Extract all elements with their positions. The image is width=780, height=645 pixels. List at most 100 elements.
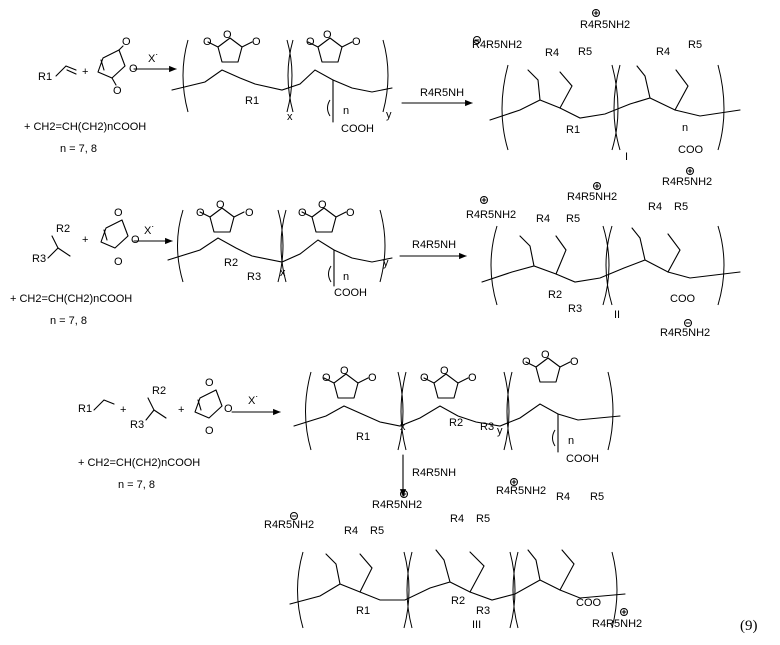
row2-o1: O bbox=[196, 207, 205, 219]
row2-o4: O bbox=[298, 207, 307, 219]
row2-product: R4R5NH2 R4R5NH2 R4 R5 R4 R5 R2 R3 COO R4… bbox=[466, 191, 740, 339]
row1-product-label: I bbox=[625, 151, 628, 163]
row2-poly-r2: R2 bbox=[224, 257, 238, 269]
row3-poly-cooh: COOH bbox=[566, 453, 599, 465]
row3-prod-r1: R1 bbox=[356, 605, 370, 617]
row2-prod-r3: R3 bbox=[568, 303, 582, 315]
row1-o4: O bbox=[306, 36, 315, 48]
row1-o6: O bbox=[352, 36, 361, 48]
anh3-o-top: O bbox=[205, 377, 214, 389]
row3-prod-coo: COO bbox=[576, 597, 602, 609]
anh3-o-ring: O bbox=[224, 403, 233, 415]
row2-copolymer: O O O O O O R2 R3 COOH n x y bbox=[168, 199, 392, 299]
row1-prod-r4b: R4 bbox=[656, 46, 670, 58]
row3-poly-r1: R1 bbox=[356, 431, 370, 443]
row2-prod-coo: COO bbox=[670, 293, 696, 305]
row2-prod-r2: R2 bbox=[548, 289, 562, 301]
row1-o1: O bbox=[203, 36, 212, 48]
plus-sign: + bbox=[82, 234, 88, 246]
anh2-o-top: O bbox=[114, 207, 123, 219]
row2-poly-x: x bbox=[280, 267, 286, 279]
row3-poly-r3: R3 bbox=[480, 421, 494, 433]
row3-o9: O bbox=[570, 356, 579, 368]
row2-amine: R4R5NH bbox=[412, 239, 456, 251]
row1-o3: O bbox=[252, 36, 261, 48]
row1-poly-n: n bbox=[343, 105, 349, 117]
row3-poly-x: x bbox=[400, 421, 406, 433]
row3-amine: R4R5NH bbox=[412, 467, 456, 479]
anh2-o-bottom: O bbox=[114, 256, 123, 268]
row1-prod-n: n bbox=[682, 122, 688, 134]
row3-prod-ammonium-2: R4R5NH2 bbox=[372, 499, 422, 511]
row3-poly-n: n bbox=[568, 435, 574, 447]
row3-prod-r5a: R5 bbox=[370, 525, 384, 537]
row2-prod-ammonium-3: R4R5NH2 bbox=[660, 327, 710, 339]
row2-poly-y: y bbox=[383, 257, 389, 269]
row3-r2-label: R2 bbox=[152, 385, 166, 397]
row3-poly-y: y bbox=[497, 425, 503, 437]
row2-product-label: II bbox=[614, 309, 620, 321]
row3-r3-label: R3 bbox=[130, 419, 144, 431]
row2-comonomer: + CH2=CH(CH2)nCOOH bbox=[10, 293, 132, 305]
row3-prod-r5c: R5 bbox=[590, 491, 604, 503]
row2-initiator: X˙ bbox=[144, 225, 155, 237]
row2-poly-cooh: COOH bbox=[334, 287, 367, 299]
row1-prod-ammonium-3: R4R5NH2 bbox=[662, 176, 712, 188]
row1-poly-x: x bbox=[287, 111, 293, 123]
row1-prod-ammonium-2: R4R5NH2 bbox=[580, 19, 630, 31]
row1-reactants: R1 + O O O bbox=[38, 36, 138, 97]
row3-o5: O bbox=[440, 365, 449, 377]
row1-poly-y: y bbox=[386, 109, 392, 121]
row2-poly-n: n bbox=[343, 271, 349, 283]
row2-r3-label: R3 bbox=[32, 253, 46, 265]
row3-prod-ammonium-1: R4R5NH2 bbox=[264, 519, 314, 531]
row2-prod-ammonium-2: R4R5NH2 bbox=[567, 191, 617, 203]
row3-o2: O bbox=[340, 365, 349, 377]
row3-product: R4R5NH2 R4R5NH2 R4R5NH2 R4 R5 R4 R5 R4 R… bbox=[264, 485, 642, 631]
row1-prod-r4a: R4 bbox=[545, 47, 559, 59]
plus-sign: + bbox=[82, 66, 88, 78]
row2-reactants: R2 R3 + O O O bbox=[32, 207, 140, 268]
anh3-o-bottom: O bbox=[205, 425, 214, 437]
row3-poly-r2: R2 bbox=[449, 417, 463, 429]
row1-prod-r1: R1 bbox=[566, 124, 580, 136]
row3-reactants: R1 + R2 R3 + O O O bbox=[78, 377, 233, 437]
row1-prod-r5a: R5 bbox=[578, 46, 592, 58]
row3-o3: O bbox=[368, 372, 377, 384]
row2-prod-r5a: R5 bbox=[566, 213, 580, 225]
row3-prod-r4b: R4 bbox=[450, 513, 464, 525]
row2-prod-r4b: R4 bbox=[648, 201, 662, 213]
row1-o2: O bbox=[223, 29, 232, 41]
row1-copolymer: O O O O O O R1 COOH n x y bbox=[172, 29, 392, 135]
row2-prod-ammonium-1: R4R5NH2 bbox=[466, 209, 516, 221]
row3-o1: O bbox=[322, 372, 331, 384]
row3-o7: O bbox=[522, 356, 531, 368]
row1-poly-cooh: COOH bbox=[341, 123, 374, 135]
row3-r1-label: R1 bbox=[78, 403, 92, 415]
plus-sign: + bbox=[178, 404, 184, 416]
row2-o3: O bbox=[245, 207, 254, 219]
plus-sign: + bbox=[120, 404, 126, 416]
anh2-o-ring: O bbox=[131, 234, 140, 246]
row3-n-values: n = 7, 8 bbox=[118, 479, 155, 491]
row3-o8: O bbox=[541, 349, 550, 361]
row2-o2: O bbox=[216, 199, 225, 211]
row3-product-label: III bbox=[472, 619, 481, 631]
row3-prod-r4c: R4 bbox=[556, 491, 570, 503]
row2-n-values: n = 7, 8 bbox=[50, 315, 87, 327]
row3-initiator: X˙ bbox=[248, 395, 259, 407]
row1-o5: O bbox=[323, 29, 332, 41]
row2-o5: O bbox=[318, 199, 327, 211]
row3-prod-r3: R3 bbox=[476, 605, 490, 617]
row2-o6: O bbox=[346, 207, 355, 219]
row3-o6: O bbox=[468, 372, 477, 384]
row3-prod-ammonium-4: R4R5NH2 bbox=[592, 618, 642, 630]
row3-copolymer: O O O O O O O O O R1 R2 R3 COOH n x y bbox=[294, 349, 620, 465]
row1-comonomer: + CH2=CH(CH2)nCOOH bbox=[24, 121, 146, 133]
row3-o4: O bbox=[420, 372, 429, 384]
row3-prod-r5b: R5 bbox=[476, 513, 490, 525]
row1-prod-r5b: R5 bbox=[688, 39, 702, 51]
row3-comonomer: + CH2=CH(CH2)nCOOH bbox=[78, 457, 200, 469]
row2-r2-label: R2 bbox=[56, 223, 70, 235]
